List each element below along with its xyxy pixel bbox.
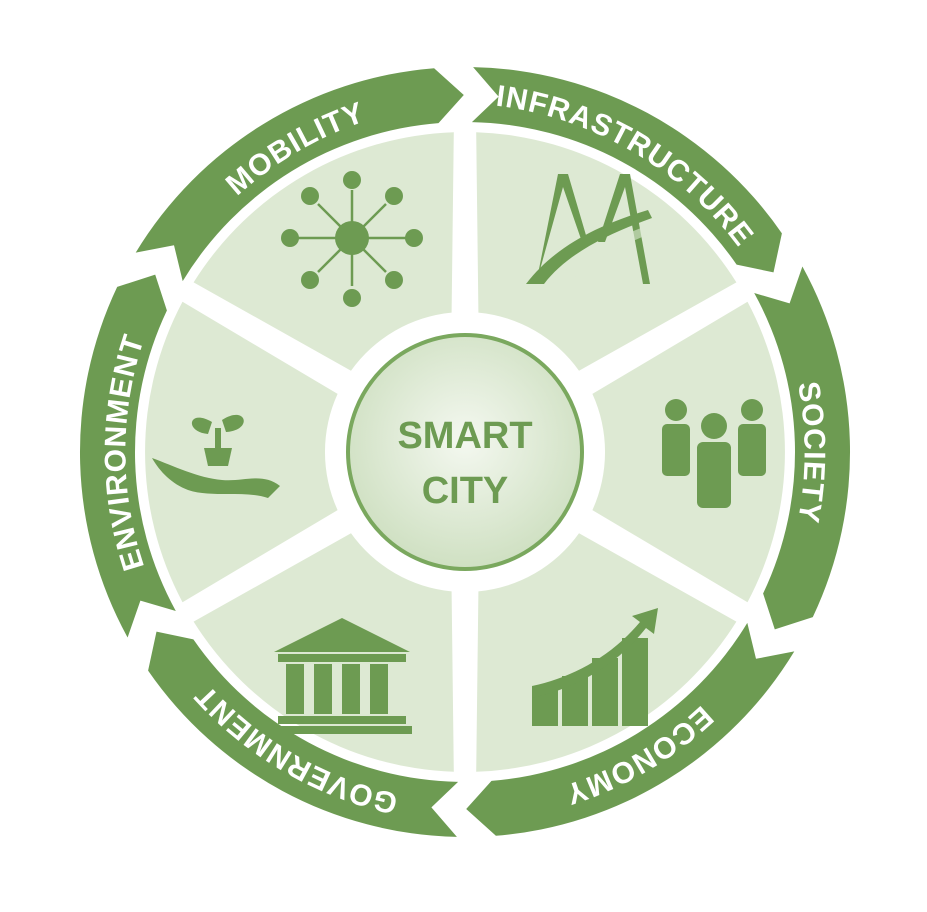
government-building-icon — [272, 618, 412, 734]
sector-government — [193, 533, 454, 772]
plant-in-hand-icon — [152, 414, 280, 498]
center-hub: SMART CITY — [341, 328, 589, 576]
outer-ring — [79, 67, 851, 837]
people-group-icon — [662, 399, 766, 508]
bridge-road-icon — [526, 174, 654, 284]
ring-arrow-government — [148, 631, 459, 837]
center-title-line2: CITY — [422, 470, 509, 512]
growth-chart-icon — [532, 608, 658, 726]
center-title-line1: SMART — [397, 415, 532, 457]
network-hub-icon — [281, 171, 423, 307]
ring-arrow-environment — [79, 274, 176, 638]
ring-arrow-society — [754, 266, 851, 630]
ring-arrow-mobility — [135, 68, 464, 282]
ring-arrow-infrastructure — [471, 67, 782, 273]
sector-environment — [145, 301, 338, 603]
ring-arrow-economy — [466, 622, 795, 836]
